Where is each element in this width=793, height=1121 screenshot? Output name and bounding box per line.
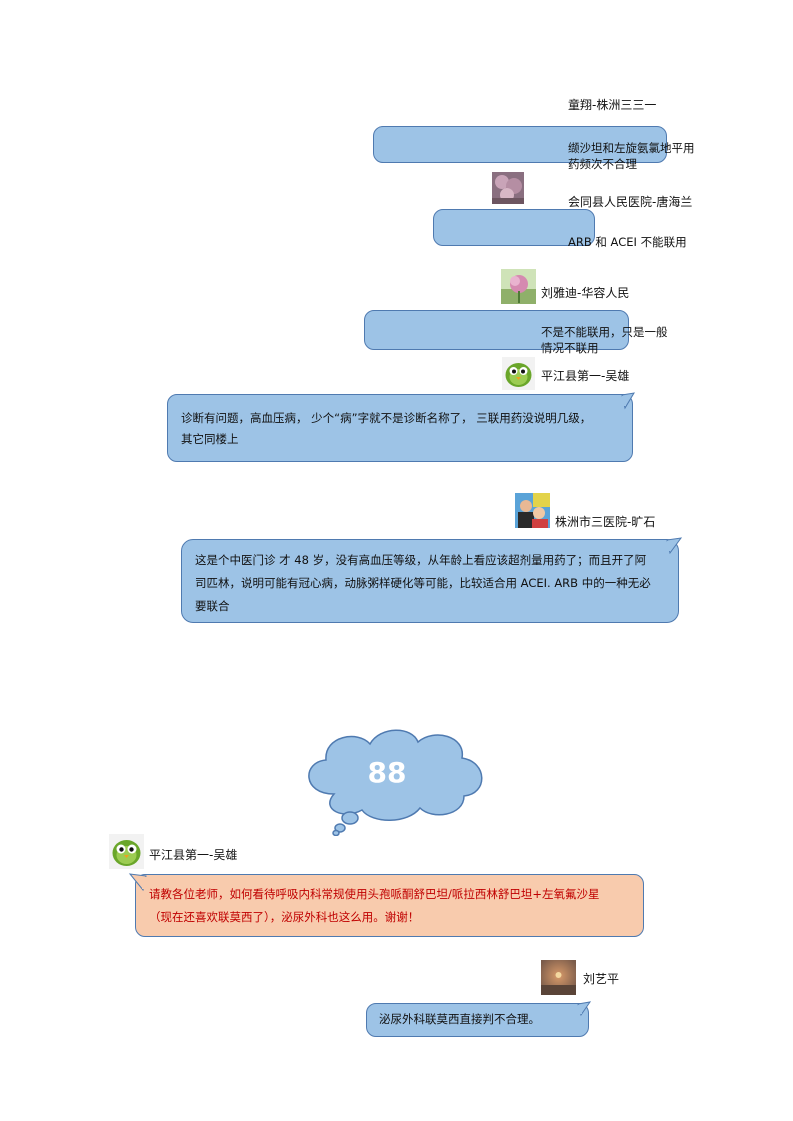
sender-name: 刘雅迪-华容人民 — [541, 286, 630, 300]
sender-name: 平江县第一-吴雄 — [541, 369, 630, 383]
sender-name: 会同县人民医院-唐海兰 — [568, 195, 693, 209]
message-bubble — [181, 539, 679, 623]
bubble-tail — [621, 392, 635, 410]
cloud-shape — [308, 729, 483, 836]
message-text: 泌尿外科联莫西直接判不合理。 — [379, 1012, 540, 1026]
message-text: 这是个中医门诊 才 48 岁，没有高血压等级，从年龄上看应该超剂量用药了；而且开… — [195, 553, 651, 613]
message-bubble — [167, 394, 633, 462]
avatar — [492, 172, 524, 204]
message-text: 缬沙坦和左旋氨氯地平用药频次不合理 — [568, 141, 695, 171]
message-text: ARB 和 ACEI 不能联用 — [568, 235, 687, 249]
message-bubble — [366, 1003, 589, 1037]
sender-name: 株洲市三医院-旷石 — [555, 515, 656, 529]
message-text: 请教各位老师，如何看待呼吸内科常规使用头孢哌酮舒巴坦/哌拉西林舒巴坦+左氧氟沙星… — [149, 887, 600, 924]
avatar — [541, 960, 576, 995]
avatar — [109, 834, 144, 869]
bubble-tail — [128, 873, 148, 892]
avatar — [502, 357, 535, 390]
message-text: 诊断有问题，高血压病， 少个“病”字就不是诊断名称了， 三联用药没说明几级，其它… — [181, 411, 592, 446]
message-bubble — [433, 209, 595, 246]
bubble-tail — [577, 1001, 592, 1017]
bubble-tail — [666, 537, 683, 555]
avatar — [501, 269, 536, 304]
message-bubble — [135, 874, 644, 937]
message-text: 不是不能联用，只是一般情况不联用 — [541, 325, 668, 355]
cloud-label: 88 — [367, 756, 407, 789]
sender-name: 童翔-株洲三三一 — [568, 98, 657, 112]
message-bubble — [364, 310, 629, 350]
sender-name: 平江县第一-吴雄 — [149, 848, 238, 862]
message-bubble — [373, 126, 667, 163]
avatar — [515, 493, 550, 528]
sender-name: 刘艺平 — [583, 972, 620, 986]
